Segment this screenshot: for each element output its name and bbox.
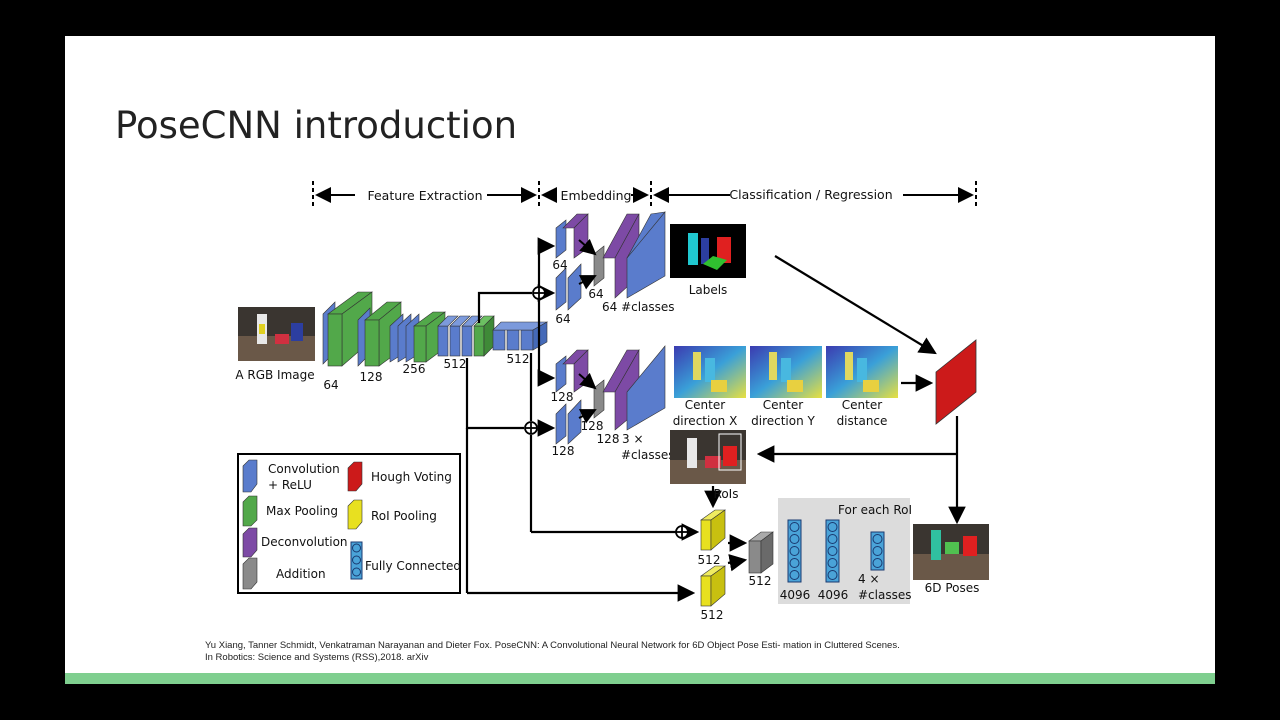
center-d-label-2: distance [837, 414, 888, 428]
labels-branch [555, 211, 666, 311]
size-fc1: 4096 [780, 588, 811, 602]
roi-pooling-blocks [700, 509, 774, 607]
size-fc3-1: 4 × [858, 572, 880, 586]
posecnn-architecture-diagram: Feature Extraction Embedding Classificat… [235, 181, 989, 622]
center-d-label-1: Center [842, 398, 882, 412]
poses-output-label: 6D Poses [925, 581, 980, 595]
size-mid-128-low: 128 [597, 432, 620, 446]
citation: Yu Xiang, Tanner Schmidt, Venkatraman Na… [205, 640, 900, 663]
input-rgb-image [238, 307, 315, 361]
size-fc2: 4096 [818, 588, 849, 602]
center-x-label-1: Center [685, 398, 725, 412]
legend-roipool: RoI Pooling [371, 509, 437, 523]
stage-header: Feature Extraction Embedding Classificat… [312, 181, 977, 209]
center-y-image [750, 346, 822, 398]
rois-label: RoIs [714, 487, 739, 501]
labels-output-label: Labels [689, 283, 728, 297]
size-mid128b: 128 [581, 419, 604, 433]
labels-output-image [670, 224, 746, 278]
center-distance-image [826, 346, 898, 398]
slide: PoseCNN introduction Feature Extrac [65, 36, 1215, 684]
addition-nodes [524, 286, 689, 539]
feature-extraction-layers [322, 291, 549, 367]
size-128: 128 [360, 370, 383, 384]
stage-embedding: Embedding [561, 188, 632, 203]
size-mid128c: 128 [552, 444, 575, 458]
legend-maxpool: Max Pooling [266, 504, 338, 518]
for-each-roi-label: For each RoI [838, 503, 912, 517]
fc-layers [787, 519, 885, 583]
size-512b: 512 [507, 352, 530, 366]
center-y-label-2: direction Y [751, 414, 815, 428]
size-256: 256 [403, 362, 426, 376]
legend-fc: Fully Connected [365, 559, 461, 573]
size-mid-classes-1: 3 × [622, 432, 644, 446]
size-roi512b: 512 [701, 608, 724, 622]
size-roi512c: 512 [749, 574, 772, 588]
size-mid128a: 128 [551, 390, 574, 404]
legend-deconv: Deconvolution [261, 535, 348, 549]
input-label: A RGB Image [235, 368, 314, 382]
stage-classification: Classification / Regression [729, 187, 892, 202]
legend-hough: Hough Voting [371, 470, 452, 484]
hough-voting-layer [935, 339, 977, 425]
center-y-label-1: Center [763, 398, 803, 412]
size-roi512a: 512 [698, 553, 721, 567]
legend-swatches [242, 459, 363, 590]
size-up64b: 64 [588, 287, 603, 301]
legend-conv-2: + ReLU [268, 478, 312, 492]
branch-lines [465, 237, 966, 602]
slide-title: PoseCNN introduction [115, 104, 518, 147]
stage-feature-extraction: Feature Extraction [367, 188, 482, 203]
center-x-label-2: direction X [673, 414, 738, 428]
size-fc3-2: #classes [858, 588, 911, 602]
slide-footer-bar [65, 673, 1215, 684]
center-branch [555, 345, 666, 445]
legend-addition: Addition [276, 567, 326, 581]
size-up-classes: 64 #classes [602, 300, 675, 314]
size-64: 64 [323, 378, 338, 392]
center-x-image [674, 346, 746, 398]
rois-image [670, 430, 746, 484]
legend-conv-1: Convolution [268, 462, 340, 476]
size-up64a: 64 [552, 258, 567, 272]
size-mid-classes-2: #classes [621, 448, 674, 462]
poses-output-image [913, 524, 989, 580]
size-512a: 512 [444, 357, 467, 371]
size-up64c: 64 [555, 312, 570, 326]
